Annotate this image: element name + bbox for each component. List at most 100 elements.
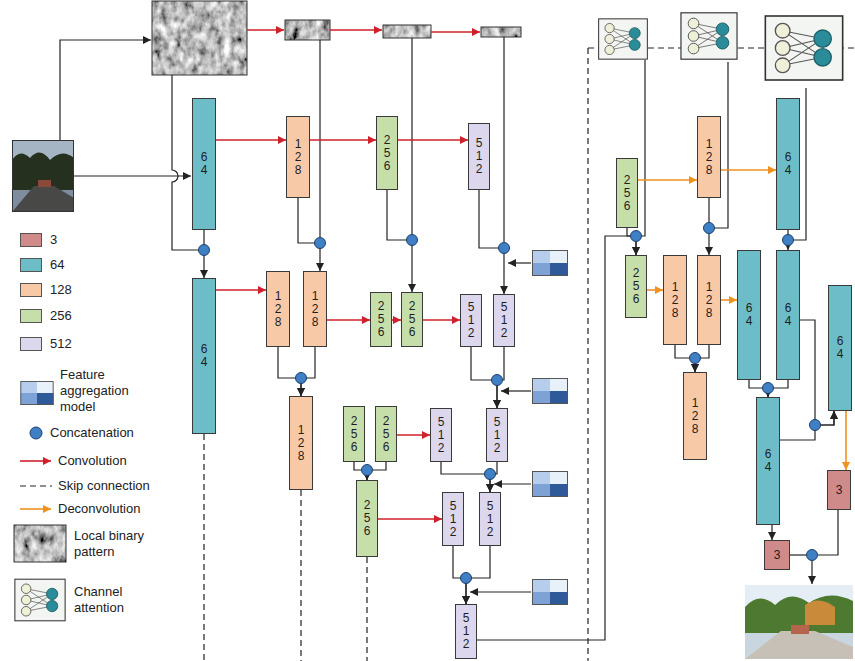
concatenation-dot bbox=[690, 353, 701, 364]
channel-count: 128 bbox=[311, 290, 318, 329]
output-photo bbox=[745, 595, 853, 633]
connection-line bbox=[298, 198, 320, 271]
legend-sample bbox=[20, 485, 52, 486]
legend-label: 256 bbox=[50, 308, 72, 324]
feature-block: 128 bbox=[266, 271, 290, 347]
feature-block: 512 bbox=[460, 294, 482, 347]
feature-block: 512 bbox=[493, 294, 515, 347]
channel-count: 256 bbox=[382, 415, 389, 454]
wire bbox=[818, 510, 838, 555]
lbp-image bbox=[481, 27, 521, 37]
feature-block: 512 bbox=[468, 123, 490, 190]
feature-block: 128 bbox=[683, 372, 707, 460]
channel-count: 512 bbox=[500, 301, 507, 340]
output-photo bbox=[745, 585, 853, 659]
legend-swatch bbox=[20, 337, 42, 351]
legend-sample bbox=[30, 427, 42, 439]
feature-block: 64 bbox=[737, 250, 761, 380]
channel-count: 256 bbox=[363, 499, 370, 538]
channel-attention-icon bbox=[765, 16, 842, 80]
channel-count: 128 bbox=[705, 281, 712, 320]
legend-sample bbox=[20, 508, 51, 510]
channel-count: 128 bbox=[705, 138, 712, 177]
skip-connection bbox=[203, 434, 204, 661]
connection-line bbox=[479, 190, 504, 294]
output-photo bbox=[745, 631, 853, 659]
aggregation-arrow bbox=[494, 483, 531, 484]
skip-connection bbox=[204, 48, 855, 661]
legend-label: Skip connection bbox=[58, 478, 150, 494]
input-photo bbox=[38, 180, 51, 187]
channel-count: 64 bbox=[836, 335, 843, 361]
channel-count: 128 bbox=[297, 424, 304, 463]
convolution-arrow bbox=[310, 139, 376, 141]
channel-count: 512 bbox=[486, 500, 493, 539]
channel-count: 256 bbox=[377, 300, 384, 339]
channel-count: 64 bbox=[764, 448, 771, 474]
channel-count: 256 bbox=[623, 174, 630, 213]
feature-block: 512 bbox=[479, 492, 501, 546]
legend-label: 512 bbox=[50, 336, 72, 352]
input-photo bbox=[13, 141, 74, 212]
deconvolution-arrow bbox=[638, 179, 697, 181]
feature-block: 128 bbox=[303, 271, 327, 347]
feature-aggregation-icon bbox=[532, 250, 568, 276]
legend-label: 128 bbox=[50, 282, 72, 298]
feature-block: 64 bbox=[776, 250, 800, 380]
input-photo bbox=[12, 186, 74, 212]
wire bbox=[411, 38, 412, 234]
feature-aggregation-icon bbox=[532, 250, 568, 605]
wire bbox=[74, 175, 191, 176]
wire bbox=[60, 37, 838, 584]
channel-count: 512 bbox=[449, 500, 456, 539]
feature-block: 256 bbox=[401, 292, 423, 347]
lbp-image bbox=[152, 1, 247, 75]
feature-block: 64 bbox=[192, 278, 216, 434]
concatenation-dot bbox=[807, 550, 818, 561]
feature-block: 64 bbox=[828, 285, 852, 411]
legend-label: 64 bbox=[50, 257, 64, 273]
concatenation-dot bbox=[485, 469, 496, 480]
feature-aggregation-icon bbox=[532, 471, 568, 497]
concatenation-dot bbox=[631, 231, 642, 242]
lbp-convolution-arrow bbox=[431, 31, 480, 33]
wire bbox=[811, 561, 812, 584]
convolution-arrow bbox=[327, 319, 370, 321]
legend-swatch bbox=[20, 258, 42, 272]
deconvolution-arrow bbox=[721, 299, 737, 301]
concatenation-dot bbox=[362, 465, 373, 476]
feature-block: 64 bbox=[776, 98, 800, 230]
channel-count: 256 bbox=[408, 300, 415, 339]
concatenation-dot bbox=[199, 245, 210, 256]
legend-label: Concatenation bbox=[50, 425, 134, 441]
channel-count: 256 bbox=[632, 267, 639, 306]
lbp-image bbox=[285, 20, 330, 40]
lbp-image bbox=[285, 20, 330, 40]
connection-line bbox=[301, 347, 315, 396]
concatenation-dot bbox=[492, 375, 503, 386]
channel-count: 512 bbox=[493, 416, 500, 455]
feature-block: 256 bbox=[616, 158, 638, 228]
feature-block: 128 bbox=[697, 255, 721, 345]
aggregation-arrow bbox=[470, 591, 531, 592]
aggregation-arrow bbox=[501, 390, 531, 391]
legend-label: Convolution bbox=[58, 453, 127, 469]
channel-count: 512 bbox=[475, 137, 482, 176]
lbp-image bbox=[481, 27, 521, 37]
feature-block: 64 bbox=[756, 397, 780, 525]
concatenation-dot bbox=[499, 243, 510, 254]
skip-connection bbox=[587, 48, 588, 661]
feature-aggregation-icon bbox=[532, 378, 568, 404]
channel-attention-icon bbox=[681, 13, 737, 59]
legend-sample bbox=[14, 525, 66, 562]
lbp-image bbox=[383, 25, 431, 38]
lbp-convolution-arrow bbox=[330, 29, 382, 31]
output-photo bbox=[791, 625, 809, 634]
connection-line bbox=[278, 347, 301, 396]
output-photo bbox=[805, 600, 835, 625]
feature-block: 128 bbox=[289, 396, 313, 490]
convolution-arrow bbox=[392, 319, 401, 321]
wire bbox=[790, 554, 806, 555]
